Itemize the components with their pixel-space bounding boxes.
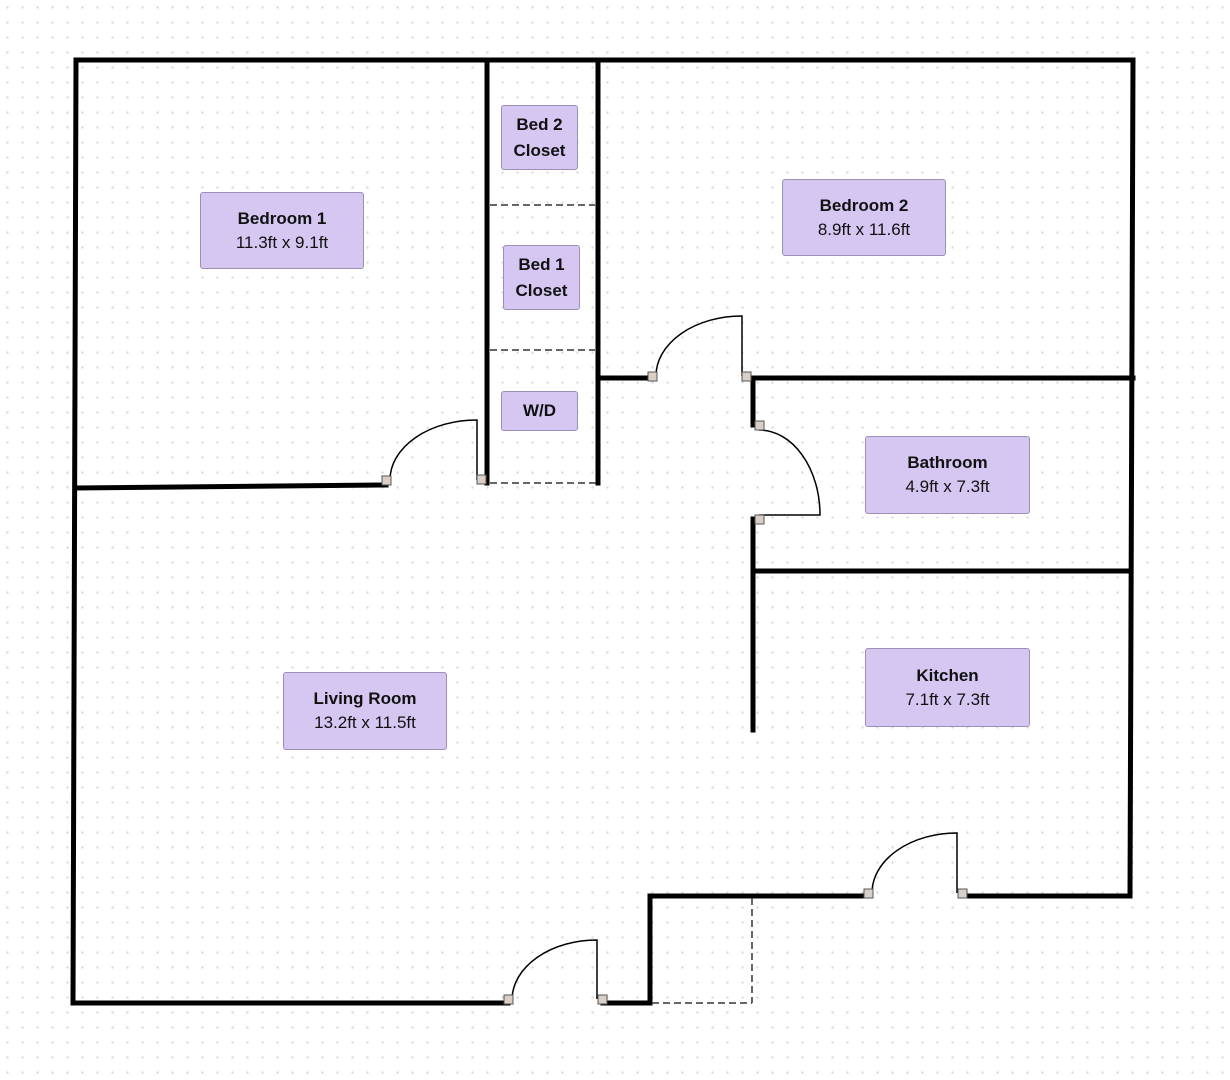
room-size: 8.9ft x 11.6ft [817,219,911,239]
label-bed1-closet: Bed 1 Closet [503,245,580,310]
label-living-room: Living Room 13.2ft x 11.5ft [283,672,447,750]
entry-nook-wall [647,893,1133,1006]
door-bathroom[interactable] [758,429,821,516]
outer-wall-right [1127,57,1136,899]
room-size: 11.3ft x 9.1ft [235,232,329,252]
room-name: Closet [513,140,566,160]
room-name: Kitchen [916,665,979,685]
dashed-lines [490,204,753,1004]
door-hinges [381,371,968,1005]
bedroom1-wall [73,482,389,491]
label-kitchen: Kitchen 7.1ft x 7.3ft [865,648,1030,727]
label-bathroom: Bathroom 4.9ft x 7.3ft [865,436,1030,514]
room-size: 4.9ft x 7.3ft [905,477,990,496]
room-name: Bedroom 1 [237,208,327,228]
room-name: Bed 1 [518,254,565,274]
label-bedroom1: Bedroom 1 11.3ft x 9.1ft [200,192,364,269]
label-bedroom2: Bedroom 2 8.9ft x 11.6ft [782,179,946,256]
room-name: Bathroom [907,453,988,472]
room-name: Living Room [313,689,417,708]
label-wd: W/D [501,391,578,431]
room-name: Bed 2 [516,114,563,134]
outer-wall-left [70,57,79,1006]
doors [389,315,958,1000]
door-bedroom2[interactable] [655,315,743,377]
door-front[interactable] [511,939,598,1000]
room-name: W/D [522,401,557,420]
label-bed2-closet: Bed 2 Closet [501,105,578,170]
door-bedroom1[interactable] [389,419,478,481]
room-name: Closet [515,280,568,300]
door-kitchen[interactable] [871,832,958,894]
room-size: 7.1ft x 7.3ft [905,689,990,709]
room-size: 13.2ft x 11.5ft [314,713,416,732]
room-name: Bedroom 2 [819,195,909,215]
walls [70,57,1136,1006]
